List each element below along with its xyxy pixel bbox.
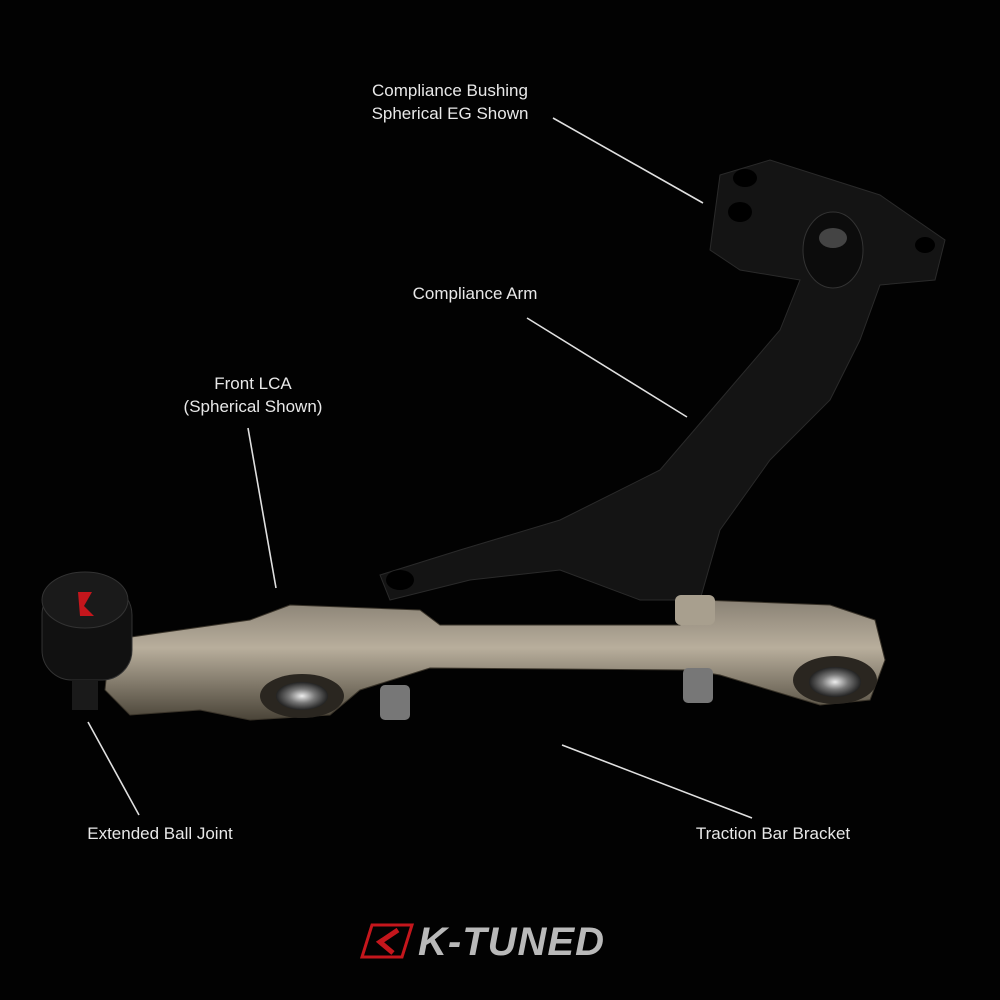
callout-text: Compliance Bushing: [372, 81, 528, 100]
compliance-arm: [379, 159, 946, 601]
callout-text: Spherical EG Shown: [371, 104, 529, 123]
callout-line-compliance-arm: [526, 317, 688, 418]
callout-lines: [87, 117, 753, 819]
front-lca: [104, 595, 886, 721]
callout-line-ball-joint: [87, 721, 140, 816]
callout-compliance-arm: Compliance Arm: [412, 284, 538, 303]
callout-line-compliance-bushing: [552, 117, 704, 204]
ball-joint: [41, 571, 133, 710]
k-tuned-logo-mark: [359, 923, 415, 959]
callout-line-front-lca: [247, 427, 277, 589]
callout-traction-bar: Traction Bar Bracket: [695, 824, 851, 843]
callout-ball-joint: Extended Ball Joint: [87, 824, 233, 843]
brand-logo: K-TUNED: [418, 920, 605, 964]
callout-compliance-bushing: Compliance Bushing Spherical EG Shown: [372, 79, 529, 125]
callout-text: Front LCA: [214, 374, 292, 393]
callout-text: (Spherical Shown): [183, 397, 323, 416]
callout-front-lca: Front LCA (Spherical Shown): [184, 372, 323, 418]
callout-line-traction-bar: [561, 744, 753, 819]
